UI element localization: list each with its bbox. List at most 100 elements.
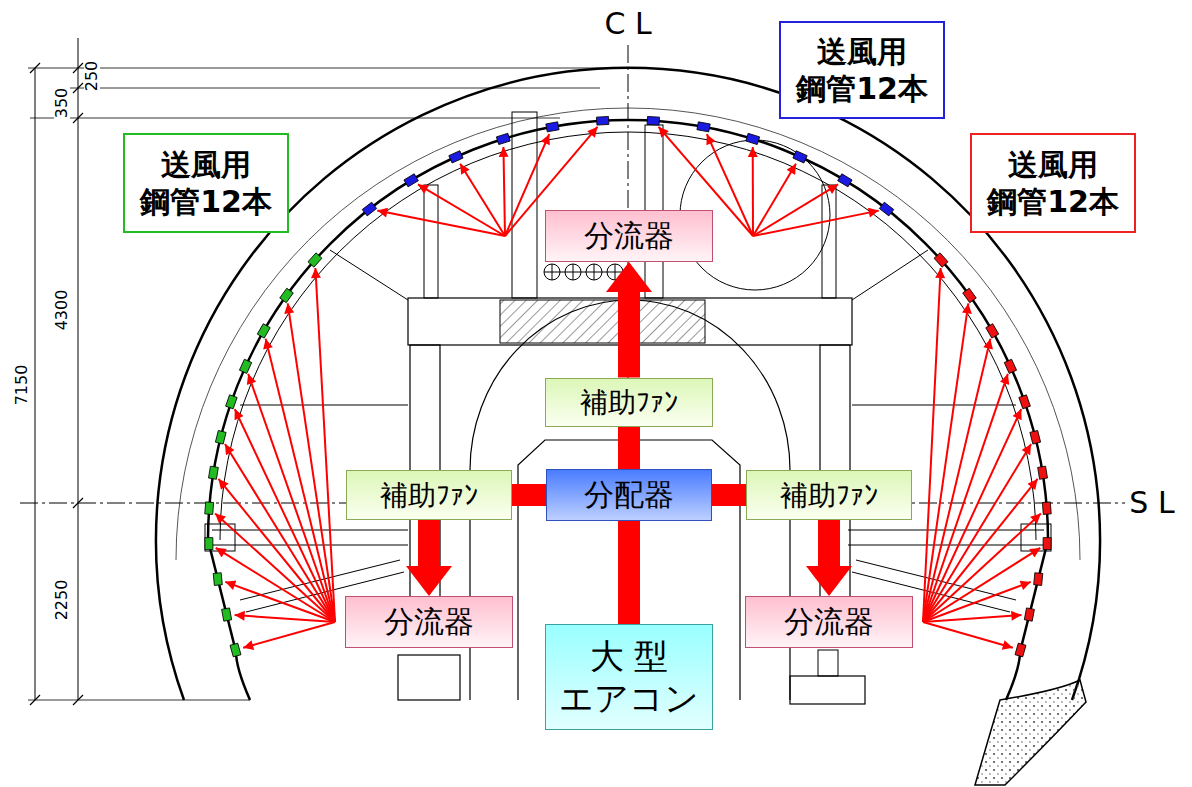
pipe-outlet [1019,395,1031,409]
air-conditioner-box: 大 型 エアコン [545,624,713,730]
pipe-outlet [230,643,241,657]
distributor-box: 分配器 [546,469,712,521]
dimension-extension [28,68,628,69]
air-duct [618,427,640,470]
dimension-extension [28,700,250,701]
pipe-outlet [404,174,418,187]
air-arrow [923,615,1021,622]
spring-line-label: S L [1127,488,1176,518]
dimension-label: 350 [54,86,70,121]
flow-divider-box: 分流器 [545,210,713,262]
concrete-section [975,680,1086,785]
wheel-post [818,650,838,676]
air-arrow [923,444,1031,622]
air-arrow [923,479,1038,622]
dimension-extension [30,118,560,119]
pipe-outlet [1034,573,1043,586]
booster-fan-box: 補助ﾌｧﾝ [346,470,512,520]
pipe-outlet [496,133,510,144]
pipe-outlet [546,122,559,132]
pipe-outlet [1042,502,1051,515]
air-arrow [505,134,549,236]
air-arrow [923,514,1041,622]
pipe-outlet [934,253,948,267]
air-arrow [235,615,335,622]
center-line-label: C L [602,9,653,39]
center-line [628,45,629,700]
dimension-label: 4300 [54,288,70,333]
node-label: 分流器 [754,603,904,641]
pipe-outlet [1024,608,1034,621]
pipe-outlet [746,133,760,144]
node-label: 送風用 鋼管12本 [789,33,935,108]
pipe-outlet [257,324,270,338]
pipe-outlet [362,202,376,216]
node-label: 大 型 エアコン [554,635,704,720]
pipe-outlet [205,502,214,515]
dimension-extension [70,88,600,89]
frame-member [424,185,438,298]
pipe-outlet [647,116,659,125]
air-arrows [215,127,1041,648]
node-label: 分流器 [554,217,704,255]
node-label: 分配器 [555,476,703,514]
air-arrow [215,514,335,622]
air-arrow [923,582,1031,622]
pipe-group-box: 送風用 鋼管12本 [123,133,289,233]
air-arrow [225,582,335,622]
air-arrow [460,164,505,236]
air-arrow [707,134,753,236]
air-arrow [752,147,754,236]
air-duct [512,484,546,506]
air-arrow [753,164,796,236]
dimension-line [35,68,36,700]
dimension-label: 250 [84,59,100,94]
pipe-outlet [1004,359,1016,373]
wheel-unit [790,676,865,704]
pipe-outlet [222,608,232,621]
node-label: 送風用 鋼管12本 [133,146,279,221]
frame-member [512,112,537,298]
dimension-tick [30,63,83,705]
node-label: 補助ﾌｧﾝ [554,385,704,420]
air-arrow [923,548,1040,622]
air-arrow [243,622,335,648]
pipe-group-box: 送風用 鋼管12本 [779,21,945,119]
pipe-outlet [1043,538,1051,550]
air-arrow [923,622,1013,648]
pipe-outlet [226,395,238,409]
wheel-unit [398,655,460,700]
air-duct [618,521,640,624]
booster-fan-box: 補助ﾌｧﾝ [545,378,713,427]
pipe-outlet [1038,466,1048,479]
air-arrow [503,147,505,236]
valve-cross [544,264,623,280]
air-duct [712,484,746,506]
air-duct [818,520,840,566]
pipe-outlet [986,324,999,338]
pipe-outlet [215,430,226,444]
pipe-outlet [697,122,710,132]
dimension-label: 7150 [14,363,30,408]
flow-divider-box: 分流器 [745,596,913,648]
air-arrow [418,184,505,236]
pipe-outlet [209,466,219,479]
pipe-outlet [1030,430,1041,444]
node-label: 分流器 [354,603,504,641]
pipe-group-box: 送風用 鋼管12本 [970,133,1136,233]
booster-fan-box: 補助ﾌｧﾝ [746,470,912,520]
air-arrow [315,268,335,622]
dimension-line [78,38,79,700]
air-arrow [248,374,335,622]
pipe-outlet [280,288,293,302]
air-arrow [225,444,335,622]
pipe-outlet [205,538,213,550]
pipe-outlet [838,174,852,187]
pipe-outlets [205,116,1051,656]
pipe-outlet [1015,643,1026,657]
node-label: 補助ﾌｧﾝ [355,478,503,513]
air-arrow [216,548,335,622]
pipe-outlet [596,116,608,125]
pipe-outlet [308,253,322,267]
